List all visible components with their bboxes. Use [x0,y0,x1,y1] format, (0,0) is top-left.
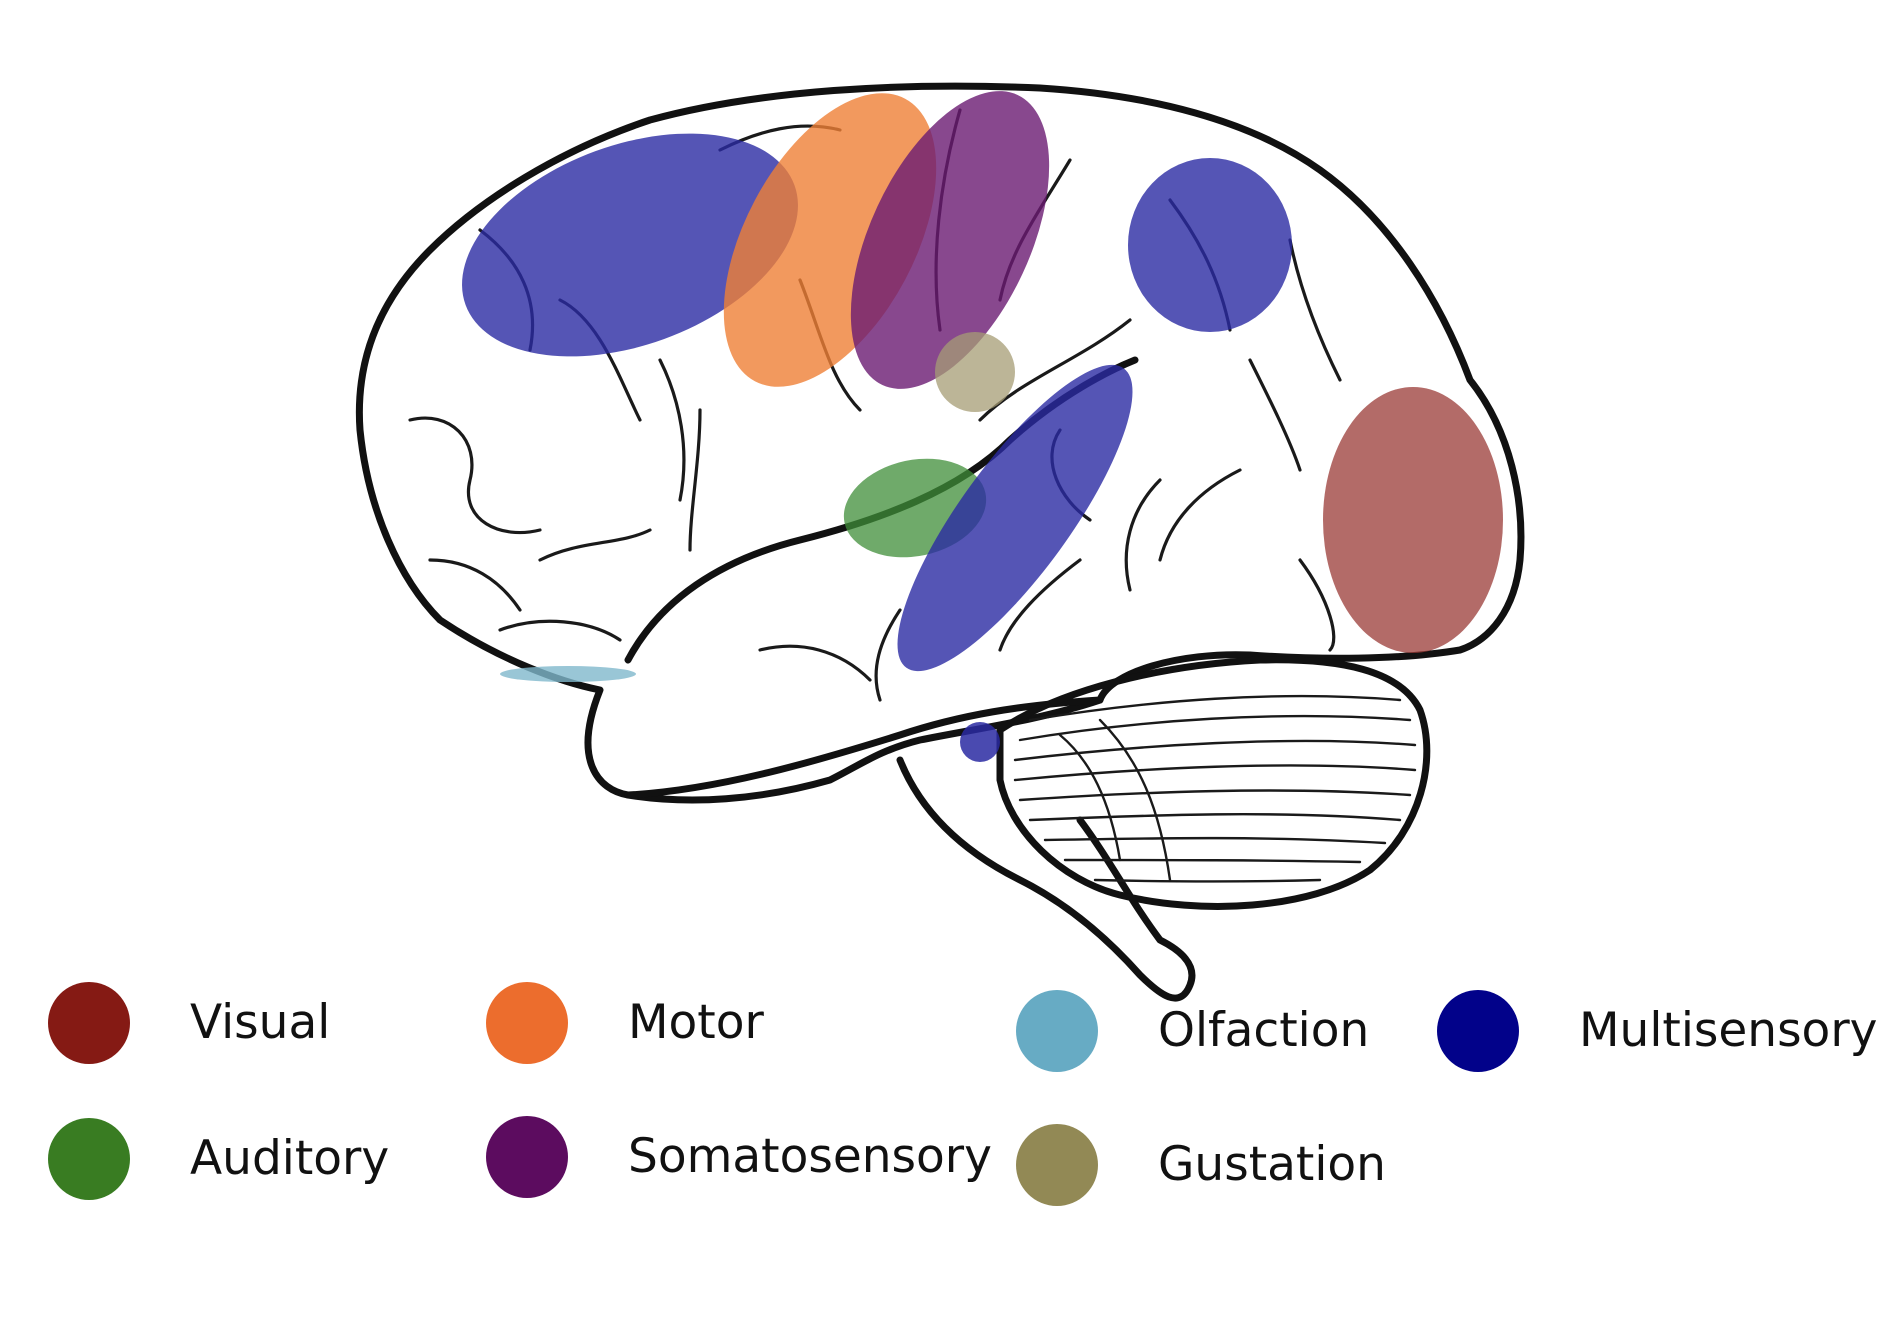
prefrontal-multisensory-region [462,133,798,357]
temporal-multisensory-region [897,364,1133,672]
cerebellum-folia [1013,694,1417,883]
temporal-lobe-lower-border [624,696,1104,799]
region-overlays [462,91,1503,762]
olfaction-region [500,666,636,682]
somatosensory-region [850,91,1050,389]
brainstem [896,756,1196,1002]
cerebellum-outline [996,656,1431,910]
visual-region [1323,387,1503,653]
parietal-multisensory-region [1128,158,1292,332]
brainstem-multisensory-region [960,722,1000,762]
gustation-region [935,332,1015,412]
cerebrum-outline [355,82,1525,804]
